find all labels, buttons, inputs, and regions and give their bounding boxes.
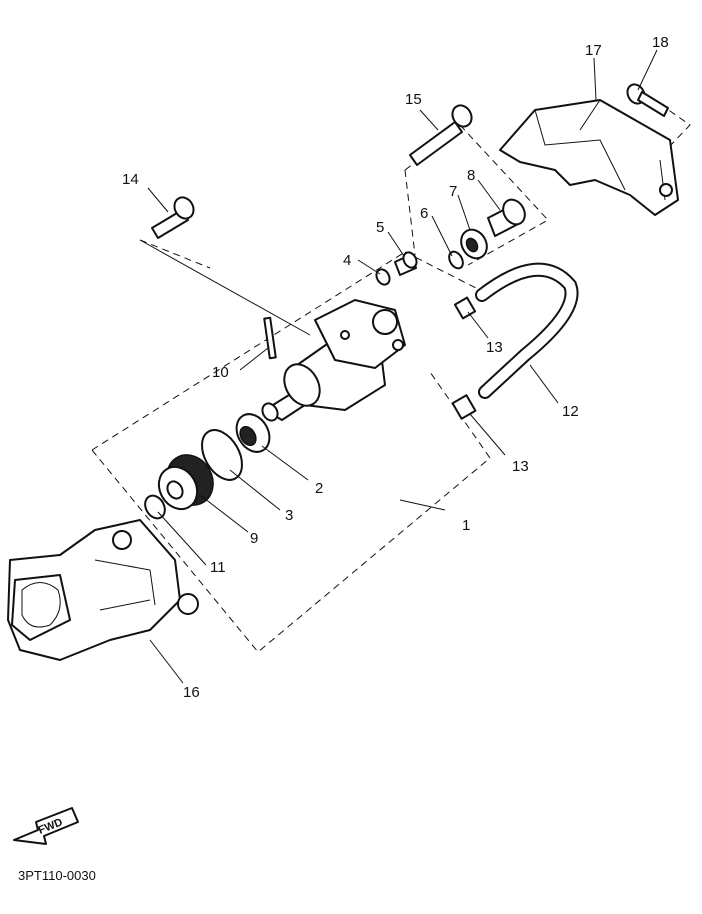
callout-18: 18 — [652, 34, 669, 51]
o-ring — [201, 429, 243, 481]
dash-14 — [139, 239, 211, 269]
callout-8: 8 — [467, 167, 475, 184]
hose-clamp-upper — [453, 296, 477, 320]
bracket — [499, 99, 679, 216]
boundary-right — [639, 89, 691, 149]
bolt-15 — [409, 104, 473, 166]
pump-gear — [157, 454, 214, 511]
bolt-14 — [151, 196, 195, 239]
dowel-pin — [263, 316, 277, 360]
washer-6 — [448, 250, 464, 270]
nut-7 — [460, 228, 488, 260]
callout-3: 3 — [285, 507, 293, 524]
callout-16: 16 — [183, 684, 200, 701]
callout-2: 2 — [315, 480, 323, 497]
callout-15: 15 — [405, 91, 422, 108]
callout-1: 1 — [462, 517, 470, 534]
leader-14 — [139, 239, 311, 336]
callout-14: 14 — [122, 171, 139, 188]
hose-clamp-lower — [451, 394, 477, 420]
bolt-8 — [487, 198, 526, 237]
circlip — [144, 494, 166, 520]
leader-lines — [147, 49, 658, 684]
bearing — [235, 413, 271, 453]
engine-case — [7, 519, 199, 661]
callout-13-lower: 13 — [512, 458, 529, 475]
callout-12: 12 — [562, 403, 579, 420]
callout-13-upper: 13 — [486, 339, 503, 356]
screw-18 — [626, 83, 669, 117]
pump-body — [261, 299, 406, 422]
callout-6: 6 — [420, 205, 428, 222]
callout-10: 10 — [212, 364, 229, 381]
bolt-5 — [394, 251, 418, 276]
washer-4 — [375, 268, 391, 286]
drawing-code: 3PT110-0030 — [18, 868, 96, 883]
callout-9: 9 — [250, 530, 258, 547]
callout-5: 5 — [376, 219, 384, 236]
callout-7: 7 — [449, 183, 457, 200]
callout-4: 4 — [343, 252, 351, 269]
fwd-arrow-icon: FWD — [13, 807, 79, 845]
callout-17: 17 — [585, 42, 602, 59]
oil-hose — [475, 262, 579, 399]
callout-11: 11 — [210, 559, 226, 576]
